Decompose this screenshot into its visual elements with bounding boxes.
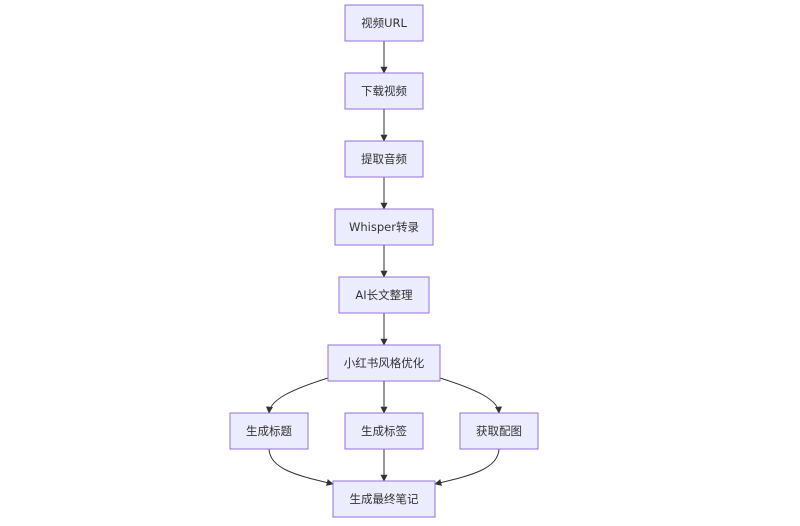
node-generate-final-note: 生成最终笔记 xyxy=(332,480,436,518)
node-ai-organize: AI长文整理 xyxy=(338,276,430,314)
node-box xyxy=(344,140,424,178)
node-whisper-transcribe: Whisper转录 xyxy=(334,208,434,246)
node-label: 小红书风格优化 xyxy=(344,356,425,370)
node-box xyxy=(338,276,430,314)
node-download-video: 下载视频 xyxy=(344,72,424,110)
node-get-images: 获取配图 xyxy=(459,412,539,450)
node-video-url: 视频URL xyxy=(344,4,424,42)
edges xyxy=(266,41,502,486)
edge-xhs-to-images xyxy=(439,377,502,414)
node-box xyxy=(327,344,441,382)
node-box xyxy=(229,412,309,450)
node-box xyxy=(344,4,424,42)
edge-images-to-final xyxy=(434,448,500,486)
node-xhs-style-optimize: 小红书风格优化 xyxy=(327,344,441,382)
node-box xyxy=(332,480,436,518)
node-label: 生成标签 xyxy=(361,424,407,438)
node-generate-title: 生成标题 xyxy=(229,412,309,450)
node-label: Whisper转录 xyxy=(349,220,419,234)
node-label: AI长文整理 xyxy=(355,288,413,302)
edge-title-to-final xyxy=(268,448,334,486)
node-label: 生成标题 xyxy=(246,424,292,438)
node-label: 获取配图 xyxy=(476,424,522,438)
node-box xyxy=(459,412,539,450)
node-label: 生成最终笔记 xyxy=(350,492,419,506)
node-extract-audio: 提取音频 xyxy=(344,140,424,178)
node-box xyxy=(334,208,434,246)
node-box xyxy=(344,72,424,110)
edge-xhs-to-title xyxy=(266,377,329,414)
node-box xyxy=(344,412,424,450)
node-label: 下载视频 xyxy=(361,84,407,98)
node-generate-tags: 生成标签 xyxy=(344,412,424,450)
node-label: 提取音频 xyxy=(361,152,407,166)
node-label: 视频URL xyxy=(361,16,407,30)
